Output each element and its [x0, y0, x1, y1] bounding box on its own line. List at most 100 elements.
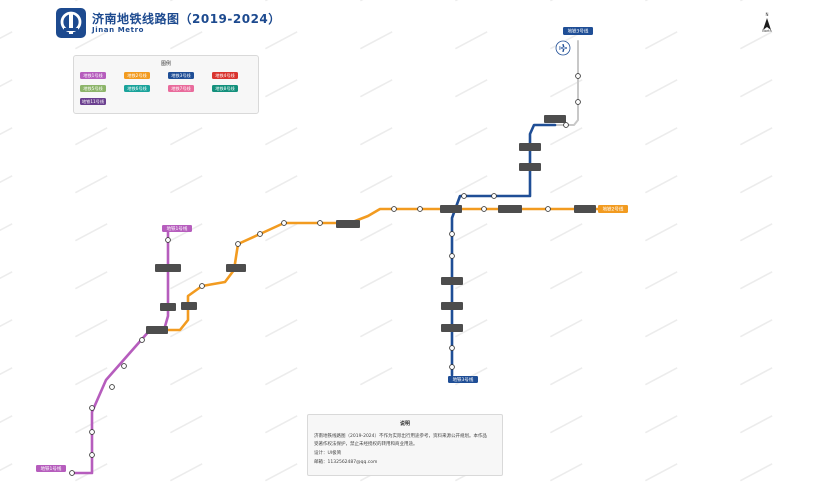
stations-regular: [69, 73, 581, 476]
legend-chip[interactable]: 地铁6号线: [124, 85, 150, 92]
station-dot[interactable]: [391, 206, 397, 212]
watermark-mark: [550, 175, 583, 194]
station-dot[interactable]: [449, 364, 455, 370]
station-dot[interactable]: [481, 206, 487, 212]
legend-chip[interactable]: 地铁3号线: [168, 72, 194, 79]
watermark-mark: [550, 79, 583, 98]
transfer-station[interactable]: [498, 205, 522, 213]
station-dot[interactable]: [165, 237, 171, 243]
notes-line: 济南地铁线路图（2019-2024）不作为实际出行用途参考，资料来源公开规划。本…: [314, 434, 488, 439]
station-dot[interactable]: [281, 220, 287, 226]
stations-transfer: [146, 115, 596, 334]
north-label: North: [762, 29, 772, 33]
watermark-mark: [645, 0, 678, 2]
station-dot[interactable]: [317, 220, 323, 226]
watermark-mark: [0, 223, 13, 242]
badge-line3-north[interactable]: [563, 27, 593, 35]
watermark-mark: [0, 463, 13, 482]
transfer-station[interactable]: [441, 324, 463, 332]
legend-chip[interactable]: 地铁5号线: [80, 85, 106, 92]
transfer-station[interactable]: [155, 264, 181, 272]
transfer-station[interactable]: [574, 205, 596, 213]
watermark-mark: [644, 271, 678, 290]
watermark-mark: [455, 223, 488, 242]
watermark-mark: [0, 367, 13, 386]
station-dot[interactable]: [109, 384, 115, 390]
watermark-mark: [265, 31, 298, 50]
watermark-mark: [169, 463, 203, 482]
station-dot[interactable]: [89, 452, 95, 458]
station-dot[interactable]: [449, 345, 455, 351]
transfer-station[interactable]: [544, 115, 566, 123]
station-dot[interactable]: [575, 99, 581, 105]
station-dot[interactable]: [89, 429, 95, 435]
watermark-mark: [74, 127, 108, 146]
watermark-mark: [75, 319, 108, 338]
watermark-mark: [550, 0, 583, 2]
badge-line1-south[interactable]: [36, 465, 66, 472]
watermark-mark: [265, 79, 298, 98]
watermark-mark: [645, 463, 678, 482]
watermark-mark: [265, 127, 298, 146]
watermark-mark: [739, 31, 773, 50]
station-dot[interactable]: [235, 241, 241, 247]
station-dot[interactable]: [257, 231, 263, 237]
metro-logo-icon: [56, 8, 86, 38]
station-dot[interactable]: [575, 73, 581, 79]
notes-title: 说明: [399, 421, 410, 427]
watermark-mark: [265, 271, 298, 290]
badge-line2-east[interactable]: [598, 205, 628, 213]
transfer-station[interactable]: [181, 302, 197, 310]
station-dot[interactable]: [199, 283, 205, 289]
legend-chip[interactable]: 地铁2号线: [124, 72, 150, 79]
transfer-station[interactable]: [519, 163, 541, 171]
watermark-mark: [265, 463, 298, 482]
legend-chip[interactable]: 地铁1号线: [80, 72, 106, 79]
station-dot[interactable]: [449, 253, 455, 259]
legend-chip[interactable]: 地铁7号线: [168, 85, 194, 92]
transfer-station[interactable]: [441, 277, 463, 285]
transfer-station[interactable]: [146, 326, 168, 334]
watermark-mark: [455, 79, 488, 98]
station-dot[interactable]: [491, 193, 497, 199]
station-dot[interactable]: [121, 363, 127, 369]
watermark-mark: [644, 31, 678, 50]
watermark-mark: [644, 79, 678, 98]
legend-chip[interactable]: 地铁8号线: [212, 85, 238, 92]
transfer-station[interactable]: [441, 302, 463, 310]
station-dot[interactable]: [139, 337, 145, 343]
watermark-mark: [360, 175, 393, 194]
badge-label: 地铁2号线: [603, 206, 624, 213]
station-dot[interactable]: [417, 206, 423, 212]
watermark-mark: [265, 319, 298, 338]
badge-line3-south[interactable]: [448, 376, 478, 383]
watermark-mark: [360, 319, 393, 338]
notes-line: 设计：UI极简: [314, 451, 342, 456]
watermark-mark: [644, 367, 678, 386]
watermark-mark: [0, 79, 13, 98]
station-dot[interactable]: [461, 193, 467, 199]
legend-chip[interactable]: 地铁4号线: [212, 72, 238, 79]
badge-line1-north[interactable]: [162, 225, 192, 232]
station-dot[interactable]: [449, 231, 455, 237]
station-dot[interactable]: [69, 470, 75, 476]
transfer-station[interactable]: [336, 220, 360, 228]
watermark-mark: [644, 319, 678, 338]
watermark-mark: [455, 271, 488, 290]
transfer-station[interactable]: [160, 303, 176, 311]
transfer-station[interactable]: [519, 143, 541, 151]
watermark-mark: [74, 271, 108, 290]
station-dot[interactable]: [89, 405, 95, 411]
station-dot[interactable]: [563, 122, 569, 128]
transfer-station[interactable]: [440, 205, 462, 213]
watermark-mark: [265, 223, 298, 242]
legend-chip[interactable]: 地铁11号线: [80, 98, 106, 105]
north-indicator: N North: [757, 12, 777, 33]
watermark-mark: [550, 415, 583, 434]
transfer-station[interactable]: [226, 264, 246, 272]
watermark-mark: [265, 0, 298, 2]
station-dot[interactable]: [545, 206, 551, 212]
notes-panel: 说明 济南地铁线路图（2019-2024）不作为实际出行用途参考，资料来源公开规…: [307, 414, 503, 476]
badge-label: 地铁1号线: [167, 225, 188, 232]
